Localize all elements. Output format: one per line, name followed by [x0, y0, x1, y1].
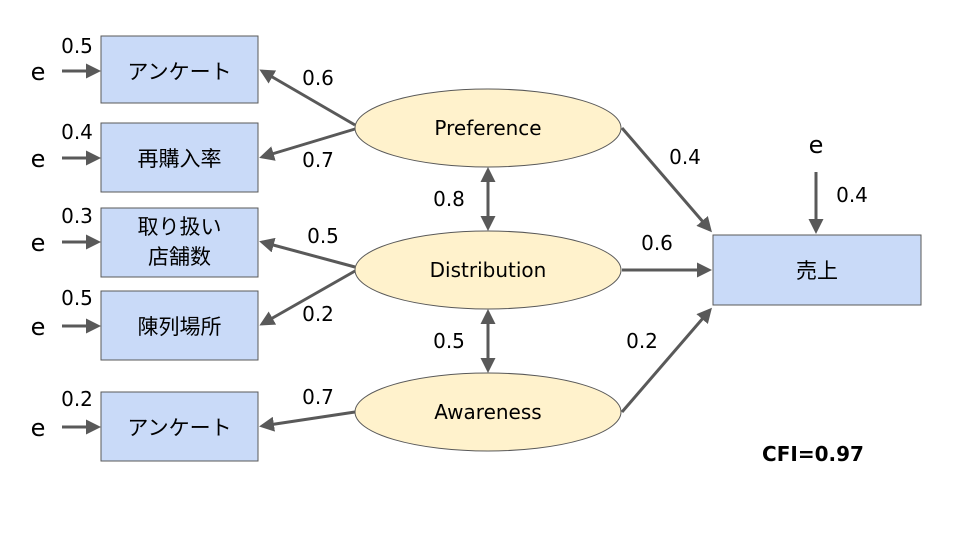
- error-value: 0.2: [61, 387, 93, 411]
- loading-arrow-3: [259, 237, 356, 269]
- error-value: 0.5: [61, 286, 93, 310]
- loading-value-1: 0.6: [302, 66, 334, 90]
- loading-value-5: 0.7: [302, 385, 334, 409]
- outcome-box: 売上: [712, 234, 922, 306]
- error-label: e: [31, 58, 46, 86]
- loading-arrow-2: [259, 127, 356, 161]
- indicator-label: アンケート: [127, 60, 231, 84]
- latent-label: Awareness: [434, 400, 541, 424]
- indicator-box-5: アンケート: [100, 391, 259, 462]
- latent-distribution: Distribution: [354, 230, 622, 310]
- error-value: 0.4: [836, 183, 868, 207]
- latent-preference: Preference: [354, 88, 622, 168]
- loading-arrow-5: [259, 410, 356, 432]
- indicator-box-2: 再購入率: [100, 122, 259, 193]
- error-label: e: [31, 313, 46, 341]
- indicator-error-3: e 0.3: [31, 204, 101, 257]
- latent-awareness: Awareness: [354, 372, 622, 452]
- indicator-error-5: e 0.2: [31, 387, 101, 442]
- indicator-error-4: e 0.5: [31, 286, 101, 341]
- path-value-2: 0.6: [641, 231, 673, 255]
- error-value: 0.4: [61, 120, 93, 144]
- error-label: e: [31, 414, 46, 442]
- error-label: e: [31, 229, 46, 257]
- indicator-box-3: 取り扱い 店舗数: [100, 207, 259, 278]
- latent-label: Preference: [434, 116, 541, 140]
- correlation-value-1: 0.8: [433, 187, 465, 211]
- indicator-label: アンケート: [127, 416, 231, 440]
- path-value-3: 0.2: [626, 329, 658, 353]
- error-value: 0.3: [61, 204, 93, 228]
- indicator-error-1: e 0.5: [31, 34, 101, 86]
- indicator-label-line-2: 店舗数: [148, 245, 211, 269]
- loading-arrow-4: [259, 269, 356, 326]
- indicator-label: 再購入率: [138, 147, 222, 171]
- loading-value-4: 0.2: [302, 302, 334, 326]
- path-arrow-awareness: [620, 307, 712, 413]
- indicator-label-line-1: 取り扱い: [138, 215, 222, 239]
- error-label: e: [809, 131, 824, 159]
- path-value-1: 0.4: [669, 145, 701, 169]
- latent-label: Distribution: [430, 258, 547, 282]
- path-arrow-preference: [620, 127, 712, 233]
- indicator-box-1: アンケート: [100, 35, 259, 104]
- outcome-label: 売上: [796, 259, 838, 283]
- loading-value-3: 0.5: [307, 224, 339, 248]
- loading-value-2: 0.7: [302, 148, 334, 172]
- correlation-value-2: 0.5: [433, 329, 465, 353]
- indicator-label: 陳列場所: [138, 315, 222, 339]
- error-value: 0.5: [61, 34, 93, 58]
- indicator-box-4: 陳列場所: [100, 290, 259, 361]
- outcome-error: e 0.4: [808, 131, 868, 234]
- indicator-error-2: e 0.4: [31, 120, 101, 173]
- loading-arrow-1: [259, 69, 356, 127]
- fit-index-label: CFI=0.97: [762, 442, 864, 466]
- error-label: e: [31, 145, 46, 173]
